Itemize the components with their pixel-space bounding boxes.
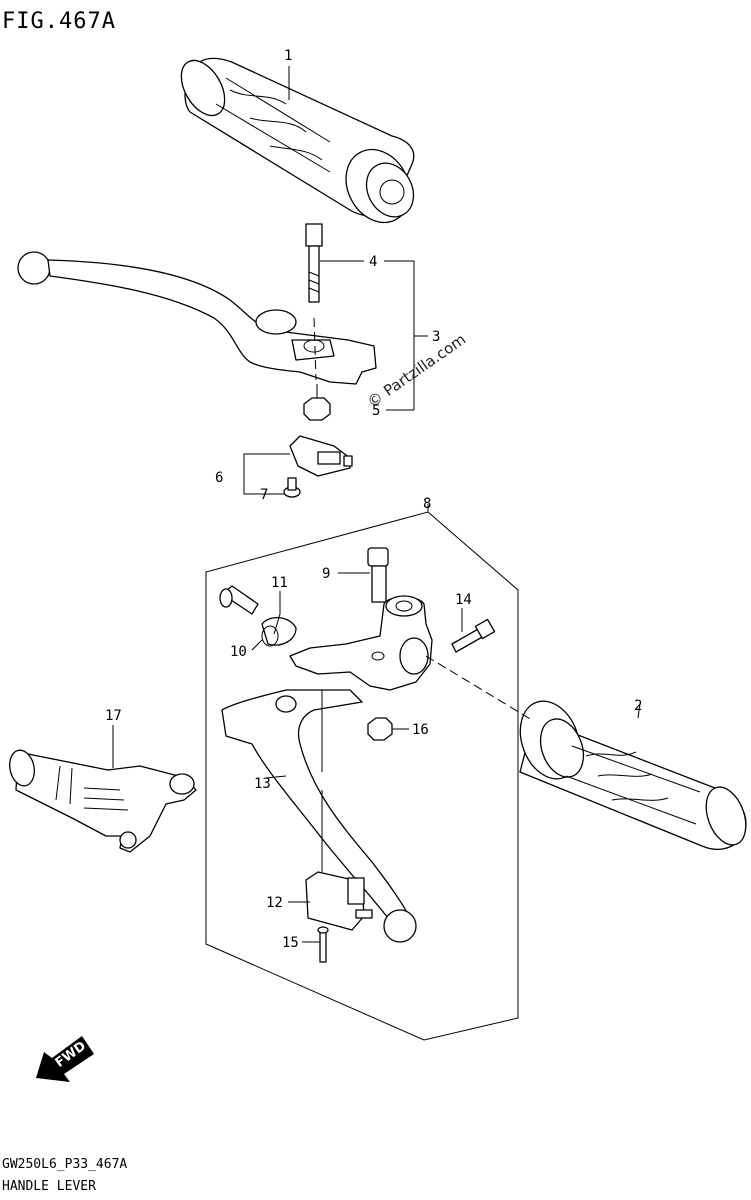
part-1-throttle-grip xyxy=(180,57,415,224)
clutch-lever-holder xyxy=(289,595,433,691)
figure-title: FIG.467A xyxy=(2,9,116,34)
callout-labels: 1 2 3 4 5 6 7 8 9 10 11 12 13 14 15 16 1… xyxy=(105,48,642,951)
part-5-nut xyxy=(303,397,331,421)
callout-5: 5 xyxy=(372,403,380,419)
part-3-brake-lever xyxy=(17,251,377,385)
callout-3: 3 xyxy=(432,329,440,345)
footer-name: HANDLE LEVER xyxy=(2,1179,96,1194)
part-12-clutch-switch xyxy=(305,871,373,931)
callout-10: 10 xyxy=(230,644,247,660)
callout-1: 1 xyxy=(284,48,292,64)
callout-14: 14 xyxy=(455,592,472,608)
part-15-screw xyxy=(317,926,329,963)
callout-7: 7 xyxy=(260,487,268,503)
callout-11: 11 xyxy=(271,575,288,591)
callout-15: 15 xyxy=(282,935,299,951)
fwd-arrow-icon: FWD xyxy=(36,1036,94,1082)
part-9-bolt xyxy=(367,547,389,603)
callout-16: 16 xyxy=(412,722,429,738)
part-6-brake-switch xyxy=(289,435,353,477)
watermark: © Partzilla.com xyxy=(364,330,469,411)
part-7-screw xyxy=(283,477,301,498)
callout-17: 17 xyxy=(105,708,122,724)
callout-12: 12 xyxy=(266,895,283,911)
part-4-pivot-bolt xyxy=(305,223,323,303)
callout-4: 4 xyxy=(369,254,377,270)
part-2-left-grip xyxy=(519,700,747,851)
footer-code: GW250L6_P33_467A xyxy=(2,1157,127,1172)
part-10-11-adjuster xyxy=(219,585,297,647)
callout-6: 6 xyxy=(215,470,223,486)
part-14-clamp-bolt xyxy=(451,618,496,653)
callout-8: 8 xyxy=(423,496,431,512)
part-8-assembly-frame xyxy=(205,511,519,1041)
part-17-switch-housing xyxy=(9,749,197,853)
part-13-clutch-lever xyxy=(221,689,417,943)
callout-9: 9 xyxy=(322,566,330,582)
leader-lines xyxy=(112,66,641,943)
part-16-nut xyxy=(367,717,393,741)
callout-13: 13 xyxy=(254,776,271,792)
callout-2: 2 xyxy=(634,698,642,714)
